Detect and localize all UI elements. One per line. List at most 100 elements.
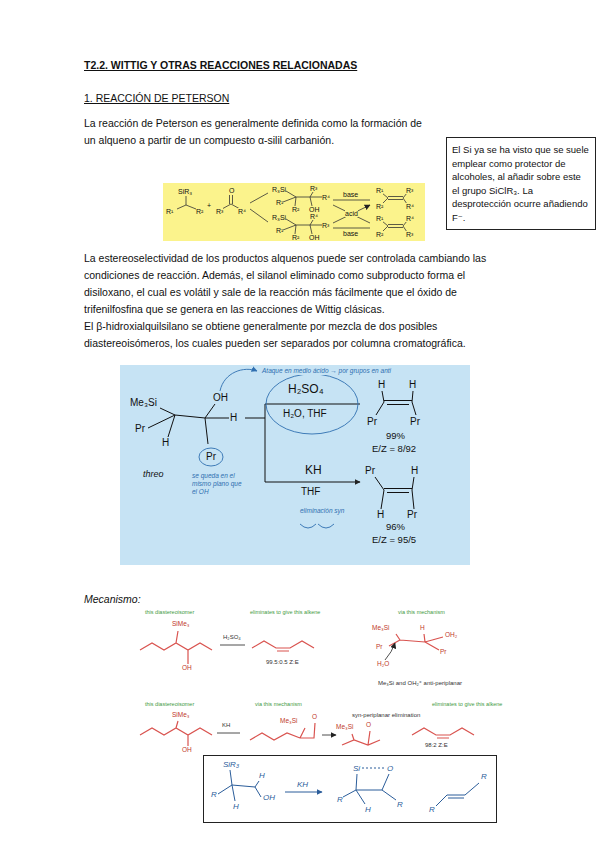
handwritten-marks [199,369,358,528]
mechanism-label: this diastereoisomer [145,702,194,708]
mechanism-label: OH [182,665,192,672]
scheme-ground [163,183,425,241]
structure-label: H [411,466,418,477]
body-text: Mecanismo: [84,594,141,605]
structure-label: Pr [367,417,377,428]
mechanism-label: SiMe₃ [172,712,189,719]
structure-label: base [343,230,358,237]
structure-label: R [337,796,343,804]
mechanism-label: via this mechanism [255,702,302,708]
structure-label: R¹ [376,215,383,222]
mechanism-label: via this mechanism [398,610,445,616]
body-text: La estereoselectividad de los productos … [84,250,509,318]
mechanism-label: SiMe₃ [172,621,189,628]
structure-label: R₃Si [272,214,286,221]
body-text: La reacción de Peterson es generalmente … [84,115,436,149]
structure-label: H [378,380,385,391]
structure-label: acid [345,210,358,217]
structure-label: Me₃Si [130,398,157,409]
reaction-arrows [217,643,395,735]
bonds [177,191,407,234]
structure-label: R [429,806,435,814]
mechanism-label: Pr [376,644,383,651]
mechanism-label: 99.5:0.5 Z:E [266,659,299,665]
structure-label: Ataque en medio ácido → por grupos en an… [262,368,391,375]
structure-label: KH [297,781,308,789]
structure-label: R¹ [166,208,173,215]
mechanism-label: Me₃Si [336,724,353,731]
structure-label: R¹ [376,187,383,194]
structure-label: R [397,801,403,809]
page-title: T2.2. WITTIG Y OTRAS REACCIONES RELACION… [84,60,357,71]
body-text: El β-hidroxialquilsilano se obtiene gene… [84,318,504,352]
structure-label: H [233,803,239,811]
mechanism-label: eliminates to give this alkene [432,702,502,708]
structure-label: R² [292,234,299,241]
structure-label: 99% [386,431,405,441]
structure-label: 96% [386,522,405,532]
mechanism-label: H₂O [377,661,389,668]
structure-label: R⁴ [310,213,318,220]
structure-label: OH [263,794,275,802]
mechanism-label: O [312,714,317,721]
reaction-scheme: Me₃SiOHPrHHPrthreoH₂SO₄H₂O, THF99%E/Z = … [120,365,470,565]
mechanism-label: Me₃Si and OH₂⁺ anti-periplanar [378,680,462,686]
reaction-scheme: SiR₃R¹R²+OR³R⁴R₃SiR¹R²R³R⁴OHR₃SiR¹R²R⁴R³… [163,183,425,241]
structure-label: threo [143,470,164,479]
structure-label: H [259,772,265,780]
mechanism-label: H₂SO₄ [223,634,241,640]
structure-label: R⁴ [406,203,414,210]
structure-label: R [211,791,217,799]
structure-label: R⁴ [406,215,414,222]
structure-label: E/Z = 8/92 [372,444,416,454]
structure-label: OH [309,234,320,241]
red-structures [140,631,474,746]
structure-label: O [229,187,234,194]
structure-label: R⁴ [238,208,246,215]
structure-label: R³ [310,185,317,192]
structure-label: se queda en el mismo plano que el OH [192,472,248,496]
structure-label: + [207,202,211,209]
structure-label: SiR₃ [178,188,192,195]
hand-sketch [218,768,479,806]
structure-label: R³ [406,231,413,238]
structure-label: Si [353,765,360,773]
mechanism-label: syn-periplanar elimination [352,712,420,718]
mechanism-label: eliminates to give this alkene [250,610,320,616]
bonds [148,391,416,509]
mechanism-label: Me₃Si [280,718,297,725]
structure-label: Pr [135,424,145,435]
structure-label: H [230,413,237,424]
structure-label: Pr [365,466,375,477]
structure-label: R⁴ [322,194,330,201]
structure-label: E/Z = 95/5 [372,535,416,545]
mechanism-label: Pr [440,649,447,656]
structure-label: H [377,510,384,521]
structure-label: O [387,765,393,773]
side-note-box: El Si ya se ha visto que se suele emplea… [446,137,596,230]
structure-label: R² [292,206,299,213]
hand-mechanism-box: SiR₃HRHOHKHSiORHRRR [203,755,497,823]
structure-label: H [365,806,371,814]
mechanism-label: O [366,722,371,729]
structure-label: KH [305,464,322,477]
mechanism-label: Me₃Si [372,625,389,632]
structure-label: SiR₃ [223,761,239,769]
structure-label: Pr [206,452,216,463]
mechanism-label: KH [222,722,230,728]
mechanism-label: OH₂ [445,632,457,639]
structure-label: base [343,191,358,198]
note-text: El Si ya se ha visto que se suele emplea… [452,143,590,224]
structure-label: H₂SO₄ [288,383,324,396]
structure-label: R³ [406,187,413,194]
mechanism-label: this diastereoisomer [145,610,194,616]
structure-label: OH [213,393,228,404]
structure-label: H [162,438,169,449]
scheme-ground [120,365,470,565]
structure-label: R¹ [276,199,283,206]
structure-label: R³ [216,208,223,215]
structure-label: eliminación syn [300,508,344,515]
structure-label: R³ [322,222,329,229]
structure-label: H [409,380,416,391]
